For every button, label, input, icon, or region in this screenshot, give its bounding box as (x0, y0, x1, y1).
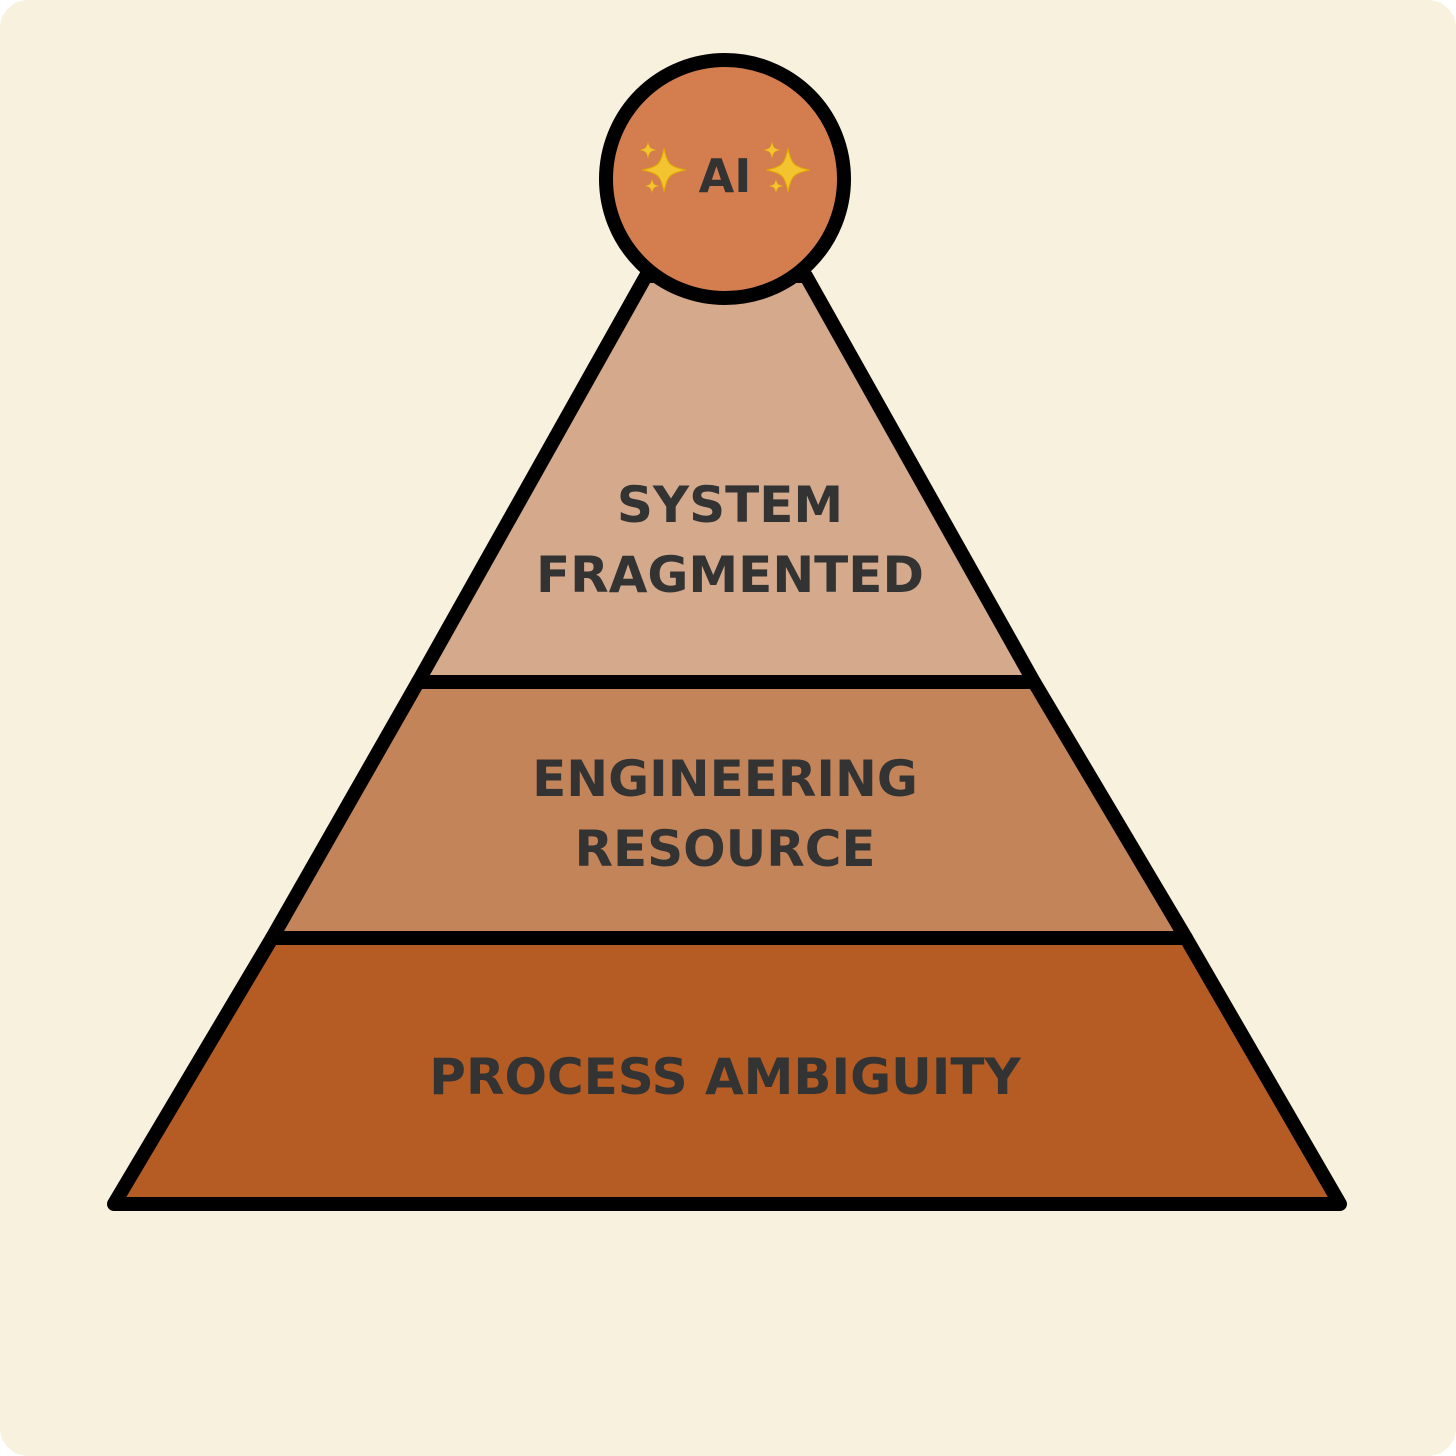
tier-engineering-resource-line2: RESOURCE (574, 820, 875, 878)
tier-system-fragmented-line1: SYSTEM (617, 476, 843, 534)
tier-engineering-resource-shape (265, 675, 1193, 945)
tier-engineering-resource-line1: ENGINEERING (532, 750, 918, 808)
sparkles-icon (763, 141, 811, 194)
tier-system-fragmented-line2: FRAGMENTED (536, 546, 924, 604)
tier-process-ambiguity-line1: PROCESS AMBIGUITY (429, 1048, 1021, 1106)
apex-label: AI (699, 149, 752, 203)
sparkles-icon (639, 141, 687, 194)
apex-circle (599, 53, 851, 305)
tier-process-ambiguity-shape (107, 931, 1347, 1211)
